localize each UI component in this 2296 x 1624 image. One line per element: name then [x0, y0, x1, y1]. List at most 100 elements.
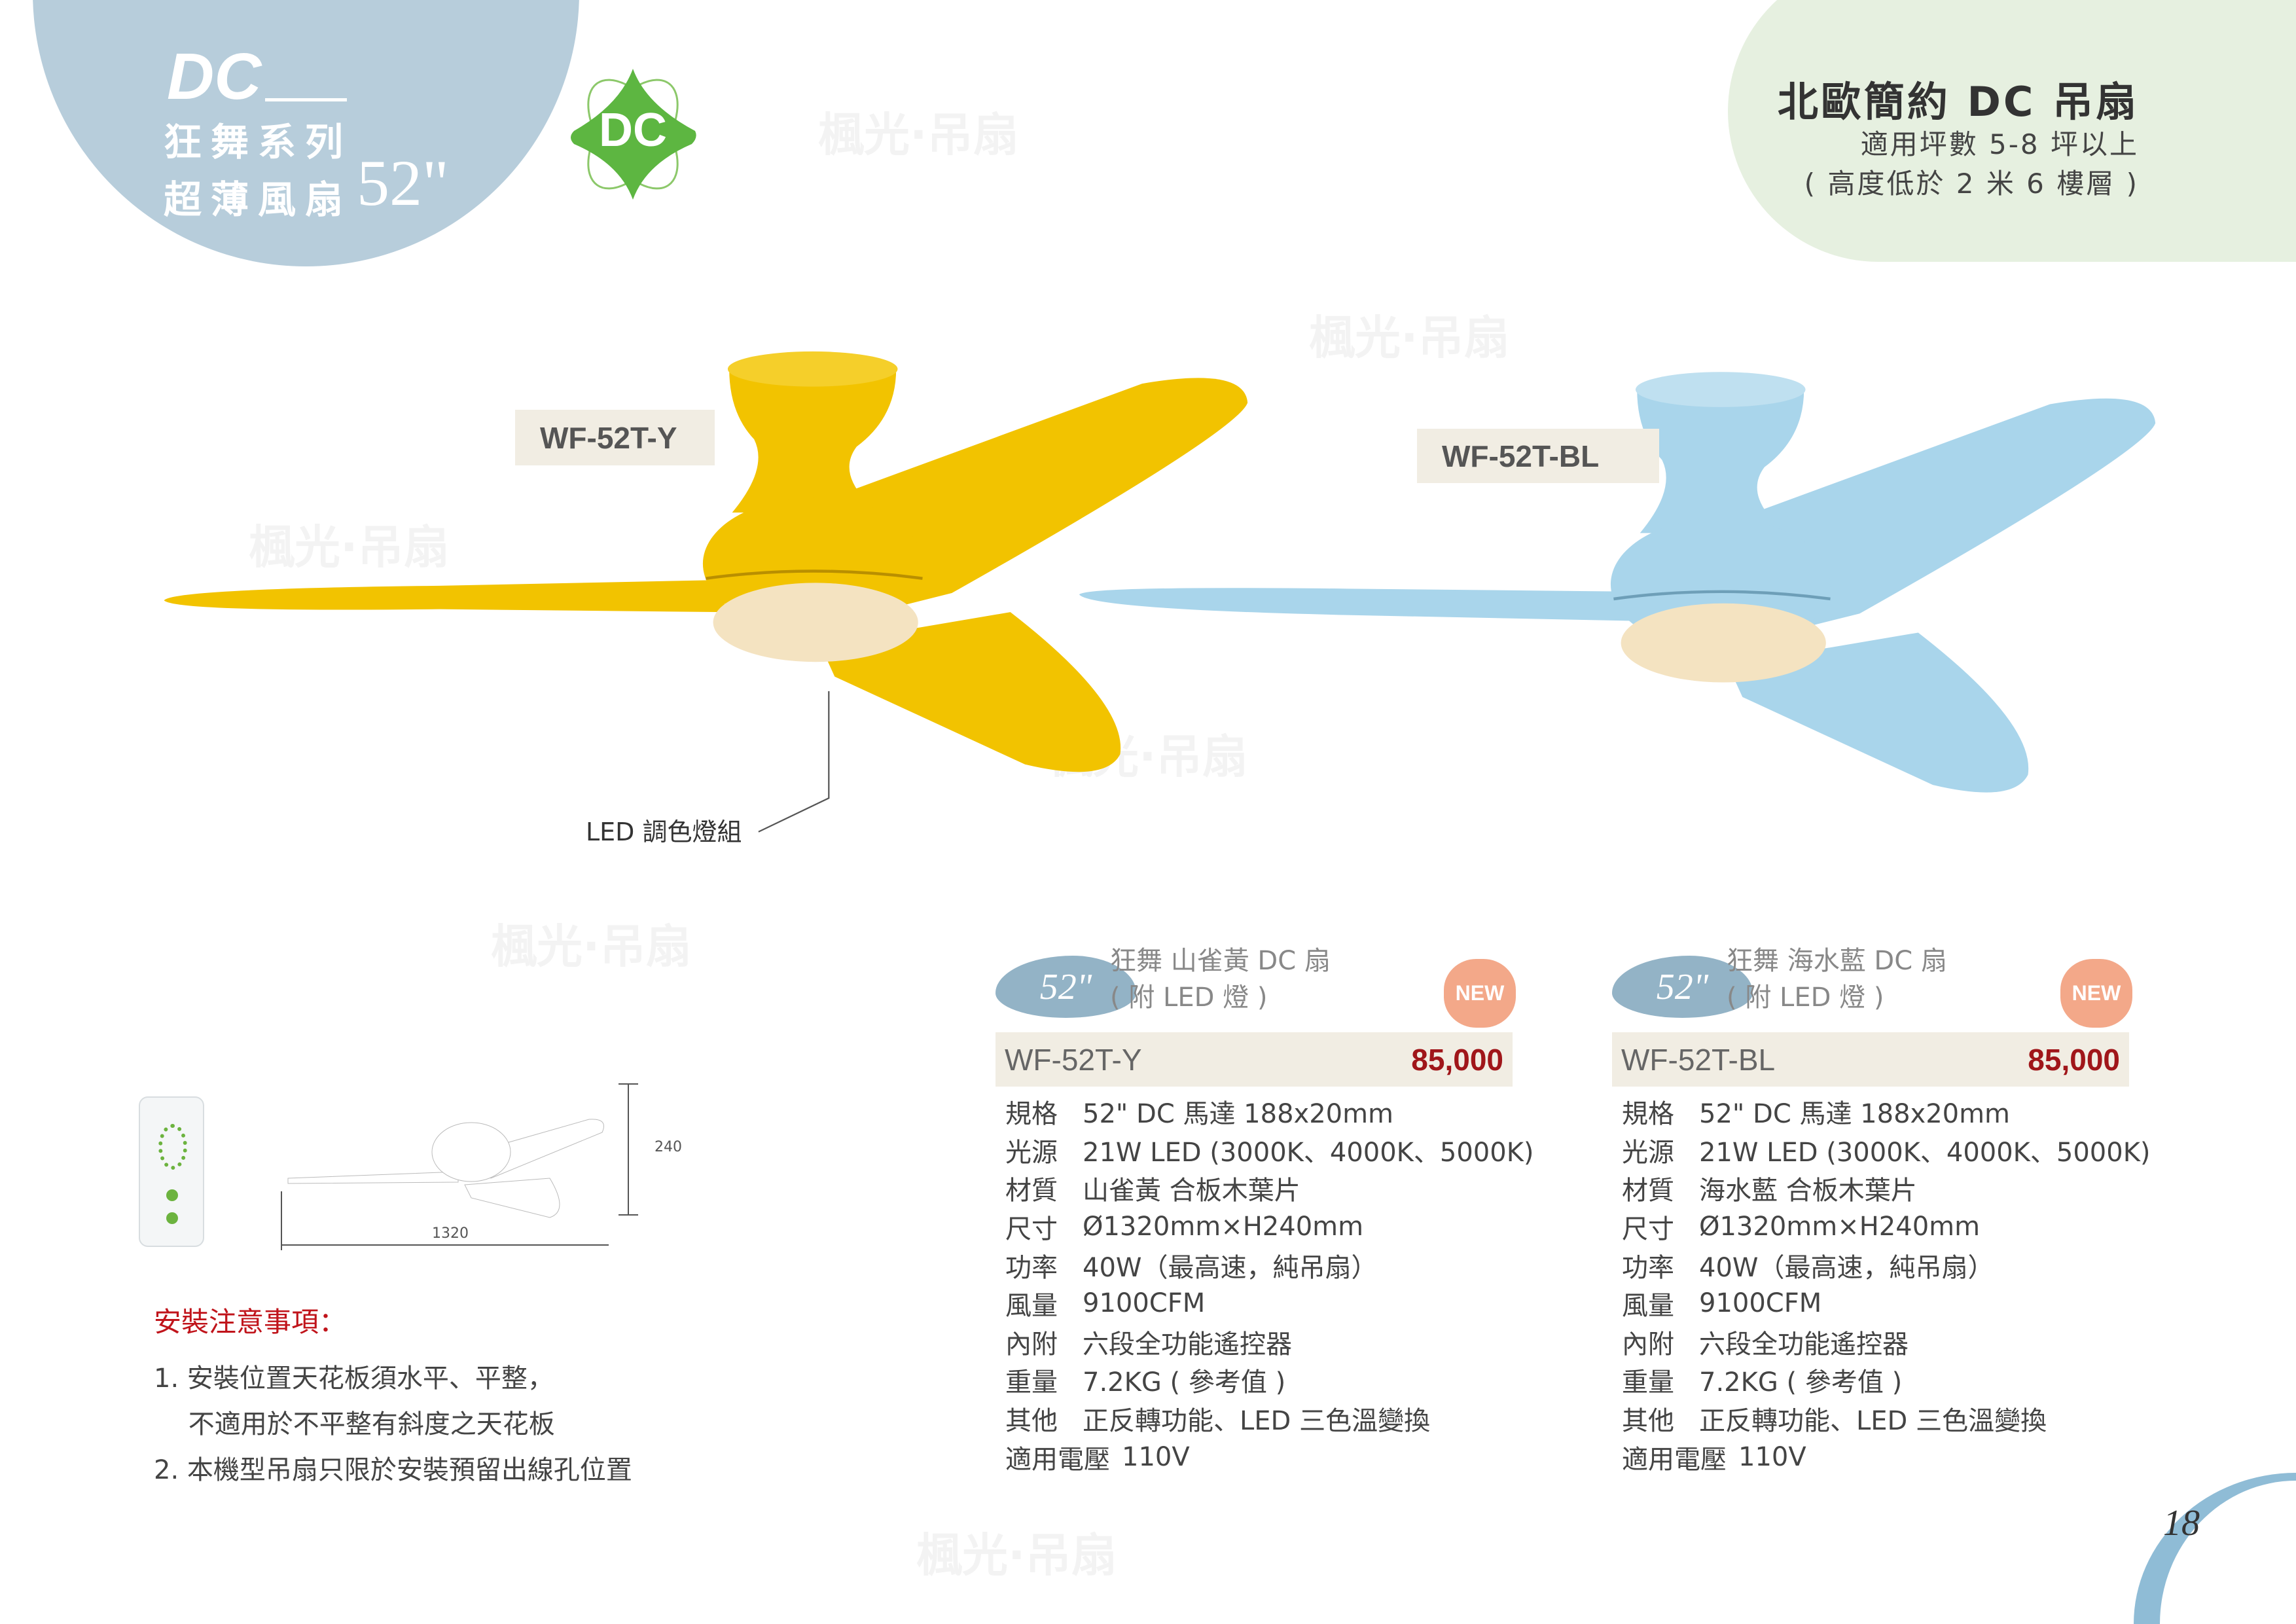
watermark: 楓光·吊扇 [249, 511, 450, 577]
spec-value: 六段全功能遙控器 [1083, 1329, 1292, 1360]
spec-row: 其他正反轉功能、LED 三色溫變換 [1005, 1399, 1534, 1438]
spec-label: 內附 [1005, 1329, 1058, 1360]
spec-label: 尺寸 [1622, 1214, 1674, 1245]
spec-value: 40W（最高速，純吊扇） [1699, 1252, 1994, 1283]
size-bubble: 52" [996, 956, 1136, 1018]
spec-value: Ø1320mm×H240mm [1083, 1212, 1364, 1242]
top-right-background [1728, 0, 2296, 262]
spec-row: 內附六段全功能遙控器 [1622, 1323, 2151, 1362]
spec-value: 40W（最高速，純吊扇） [1083, 1252, 1378, 1283]
spec-value: 正反轉功能、LED 三色溫變換 [1699, 1406, 2047, 1437]
height-note: ( 高度低於 2 米 6 樓層 ) [1804, 168, 2139, 200]
spec-label: 材質 [1622, 1176, 1674, 1206]
header-series: 狂舞系列 [164, 120, 353, 164]
watermark: 楓光·吊扇 [1309, 301, 1510, 367]
header-subtitle: 超薄風扇 [164, 177, 353, 222]
spec-label: 其他 [1622, 1406, 1674, 1437]
spec-row: 規格 52" DC 馬達 188x20mm [1622, 1092, 2151, 1131]
spec-value: 六段全功能遙控器 [1699, 1329, 1909, 1360]
spec-label: 適用電壓 [1622, 1444, 1727, 1475]
dimension-diagram [281, 1083, 638, 1250]
header-dc: DC [167, 40, 262, 113]
new-badge: NEW [2060, 959, 2132, 1028]
spec-row: 風量 9100CFM [1622, 1284, 2151, 1323]
header-size: 52" [357, 147, 449, 219]
led-callout: LED 調色燈組 [586, 818, 742, 846]
product-name: 狂舞 海水藍 DC 扇 [1727, 946, 1947, 976]
spec-label: 光源 [1005, 1137, 1058, 1168]
spec-label: 內附 [1622, 1329, 1674, 1360]
watermark: 楓光·吊扇 [916, 1519, 1117, 1585]
install-notes: 安裝注意事項： 1. 安裝位置天花板須水平、平整， 不適用於不平整有斜度之天花板… [154, 1299, 632, 1493]
model-number: WF-52T-Y [1005, 1042, 1142, 1077]
spec-row: 光源 21W LED (3000K、4000K、5000K) [1622, 1131, 2151, 1170]
price: 85,000 [2028, 1042, 2120, 1077]
watermark: 楓光·吊扇 [818, 98, 1019, 164]
remote-buttons [158, 1124, 187, 1170]
page-number: 18 [2163, 1503, 2200, 1543]
spec-row: 風量 9100CFM [1005, 1284, 1534, 1323]
model-price-bar: WF-52T-BL 85,000 [1612, 1032, 2129, 1087]
spec-label: 光源 [1622, 1137, 1674, 1168]
install-note: 不適用於不平整有斜度之天花板 [154, 1409, 555, 1439]
fan-label-blue: WF-52T-BL [1417, 429, 1659, 483]
spec-label: 功率 [1005, 1252, 1058, 1283]
product-card-blue: 52" 狂舞 海水藍 DC 扇 ( 附 LED 燈 ) NEW WF-52T-B… [1612, 943, 2151, 1475]
spec-label: 其他 [1005, 1406, 1058, 1437]
install-note: 2. 本機型吊扇只限於安裝預留出線孔位置 [154, 1455, 632, 1485]
spec-value: 7.2KG ( 參考值 ) [1699, 1367, 1903, 1398]
install-notes-title: 安裝注意事項： [154, 1306, 347, 1338]
price: 85,000 [1411, 1042, 1503, 1077]
dimension-width: 1320 [432, 1225, 469, 1242]
spec-value: 9100CFM [1699, 1288, 1822, 1319]
spec-value: 52" DC 馬達 188x20mm [1699, 1099, 2011, 1130]
spec-row: 尺寸 Ø1320mm×H240mm [1005, 1208, 1534, 1246]
spec-label: 重量 [1005, 1367, 1058, 1398]
spec-label: 適用電壓 [1005, 1444, 1110, 1475]
yellow-fan [164, 351, 1248, 772]
dimension-height: 240 [655, 1139, 682, 1155]
remote-control-image [139, 1096, 204, 1247]
spec-label: 風量 [1622, 1291, 1674, 1322]
spec-label: 功率 [1622, 1252, 1674, 1283]
dc-badge-text: DC [599, 104, 667, 156]
header-underline [265, 98, 347, 101]
callout-line [758, 691, 830, 833]
dc-badge: DC [564, 65, 702, 203]
size-bubble: 52" [1612, 956, 1753, 1018]
new-badge: NEW [1444, 959, 1516, 1028]
model-number: WF-52T-BL [1621, 1042, 1776, 1077]
spec-value: 52" DC 馬達 188x20mm [1083, 1099, 1394, 1130]
spec-value: 21W LED (3000K、4000K、5000K) [1699, 1137, 2151, 1168]
install-note: 1. 安裝位置天花板須水平、平整， [154, 1363, 554, 1394]
spec-value: Ø1320mm×H240mm [1699, 1212, 1981, 1242]
spec-row: 尺寸 Ø1320mm×H240mm [1622, 1208, 2151, 1246]
fan-label-yellow: WF-52T-Y [515, 410, 715, 465]
remote-button [166, 1189, 178, 1201]
spec-label: 尺寸 [1005, 1214, 1058, 1245]
top-right-title: 北歐簡約 DC 吊扇 [1777, 78, 2139, 126]
spec-value: 正反轉功能、LED 三色溫變換 [1083, 1406, 1431, 1437]
blue-fan [1079, 372, 2156, 793]
spec-value: 9100CFM [1083, 1288, 1206, 1319]
spec-label: 風量 [1005, 1291, 1058, 1322]
spec-row: 其他正反轉功能、LED 三色溫變換 [1622, 1399, 2151, 1438]
spec-value: 21W LED (3000K、4000K、5000K) [1083, 1137, 1534, 1168]
spec-label: 規格 [1622, 1099, 1674, 1130]
spec-label: 重量 [1622, 1367, 1674, 1398]
spec-value: 7.2KG ( 參考值 ) [1083, 1367, 1286, 1398]
area-text: 適用坪數 5-8 坪以上 [1860, 128, 2139, 160]
remote-button [166, 1212, 178, 1224]
product-card-yellow: 52" 狂舞 山雀黃 DC 扇 ( 附 LED 燈 ) NEW WF-52T-Y… [996, 943, 1534, 1475]
spec-row: 內附六段全功能遙控器 [1005, 1323, 1534, 1362]
product-name: 狂舞 山雀黃 DC 扇 [1110, 946, 1331, 976]
spec-row: 光源 21W LED (3000K、4000K、5000K) [1005, 1131, 1534, 1170]
spec-row: 功率 40W（最高速，純吊扇） [1622, 1246, 2151, 1284]
spec-value: 海水藍 合板木葉片 [1699, 1176, 1917, 1206]
spec-value: 山雀黃 合板木葉片 [1083, 1176, 1300, 1206]
spec-row: 功率 40W（最高速，純吊扇） [1005, 1246, 1534, 1284]
